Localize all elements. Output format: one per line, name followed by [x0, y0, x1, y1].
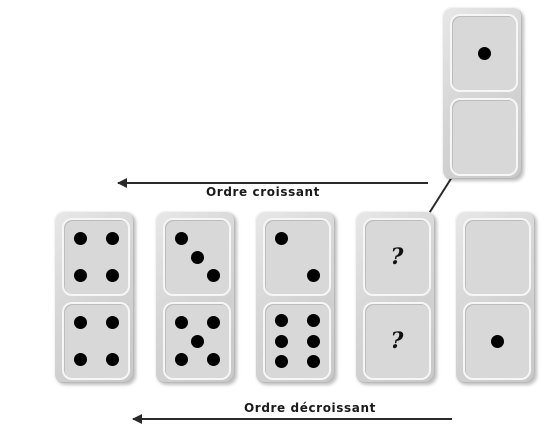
domino-5-bottom-half [463, 302, 531, 380]
domino-3-top-half [263, 218, 331, 296]
domino-1-top-half [62, 218, 130, 296]
domino-answer-top-half [450, 14, 518, 92]
domino-2-top-half [163, 218, 231, 296]
pip-dot [490, 334, 504, 348]
pip-dot [73, 232, 87, 245]
pip-dot [105, 269, 119, 282]
pip-dot [174, 316, 188, 329]
domino-4-top-half: ? [363, 218, 431, 296]
pip-dot [174, 232, 188, 245]
pip-dot [174, 353, 188, 366]
domino-3[interactable] [255, 211, 335, 383]
domino-5[interactable] [455, 211, 535, 383]
pip-dot [306, 269, 320, 282]
domino-2[interactable] [155, 211, 235, 383]
pip-dot [206, 269, 220, 282]
pip-dot [73, 316, 87, 329]
question-mark-bottom: ? [390, 328, 404, 354]
pip-dot [274, 334, 288, 348]
pip-dot [306, 355, 320, 369]
domino-1-bottom-half [62, 302, 130, 380]
ascending-label: Ordre croissant [206, 185, 320, 199]
pip-dot [477, 46, 491, 60]
question-mark-top: ? [390, 244, 404, 270]
pip-dot [105, 316, 119, 329]
domino-4-bottom-half: ? [363, 302, 431, 380]
pip-dot [105, 353, 119, 366]
domino-2-bottom-half [163, 302, 231, 380]
pip-dot [190, 334, 204, 348]
pip-dot [206, 316, 220, 329]
pip-dot [206, 353, 220, 366]
pip-dot [73, 269, 87, 282]
domino-4[interactable]: ? ? [355, 211, 435, 383]
domino-5-top-half [463, 218, 531, 296]
pip-dot [306, 334, 320, 348]
pip-dot [274, 313, 288, 327]
descending-label: Ordre décroissant [244, 401, 376, 415]
pip-dot [105, 232, 119, 245]
pip-dot [274, 355, 288, 369]
pip-dot [73, 353, 87, 366]
pip-dot [190, 250, 204, 264]
domino-1[interactable] [54, 211, 134, 383]
domino-answer-bottom-half [450, 98, 518, 176]
pip-dot [306, 313, 320, 327]
pip-dot [274, 232, 288, 245]
domino-answer[interactable] [442, 7, 522, 179]
domino-3-bottom-half [263, 302, 331, 380]
